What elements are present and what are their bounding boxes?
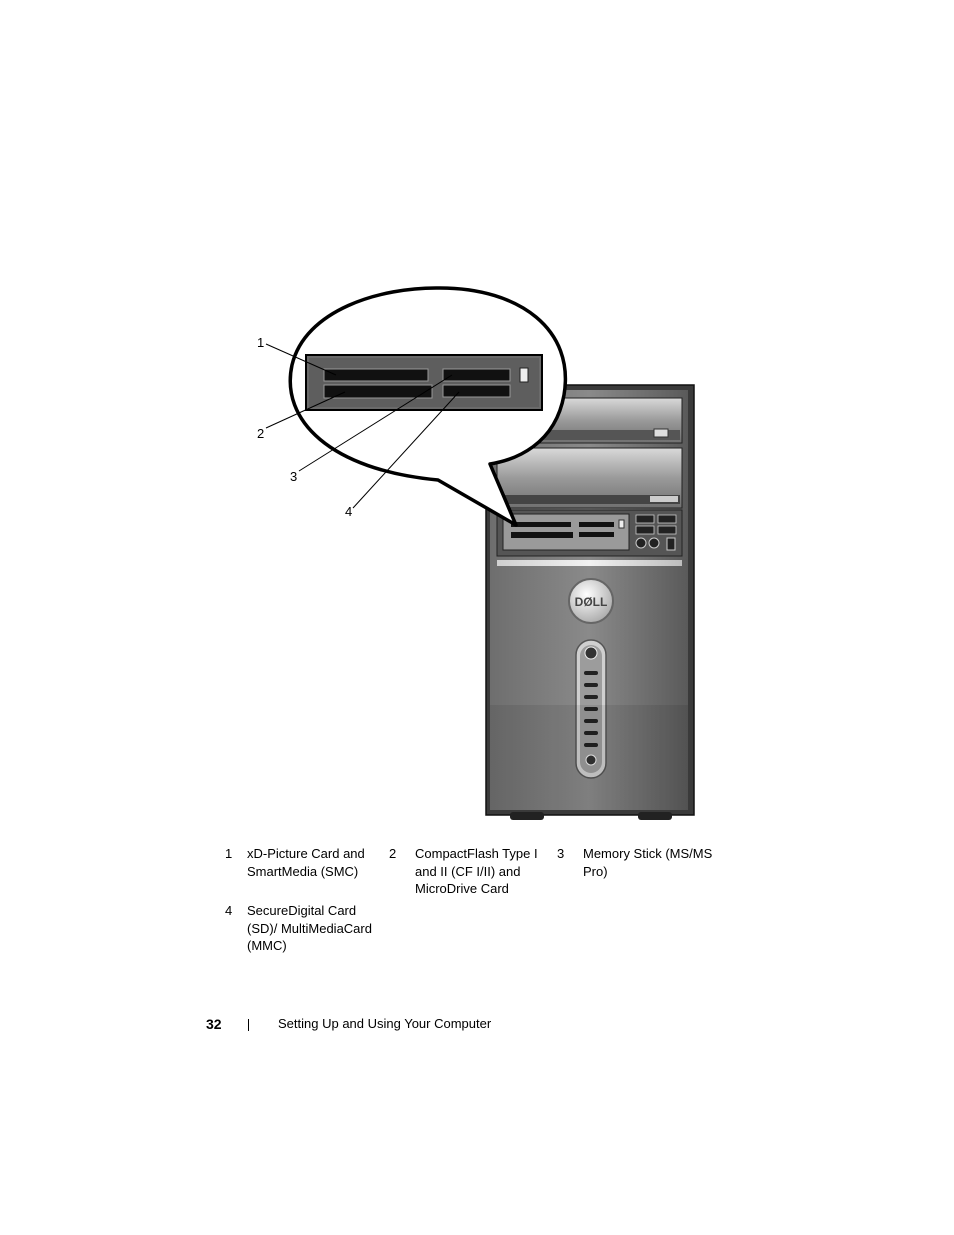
- legend-text-4: SecureDigital Card (SD)/ MultiMediaCard …: [247, 902, 372, 955]
- legend-number-1: 1: [225, 846, 233, 861]
- tower-case: DØLL: [485, 384, 695, 820]
- page-number: 32: [206, 1016, 222, 1032]
- legend-text-3: Memory Stick (MS/MS Pro): [583, 845, 712, 880]
- footer-section-title: Setting Up and Using Your Computer: [278, 1016, 492, 1031]
- callout-2: 2: [257, 426, 265, 441]
- legend-line: and II (CF I/II) and: [415, 863, 521, 879]
- legend-line: CompactFlash Type I: [415, 846, 538, 861]
- legend-text-2: CompactFlash Type I and II (CF I/II) and…: [415, 845, 538, 898]
- legend-line: xD-Picture Card and: [247, 846, 365, 861]
- callout-4: 4: [345, 504, 353, 519]
- legend-text-1: xD-Picture Card and SmartMedia (SMC): [247, 845, 365, 880]
- legend-line: Pro): [583, 863, 608, 879]
- legend-line: Memory Stick (MS/MS: [583, 846, 713, 861]
- legend-line: SecureDigital Card: [247, 903, 357, 918]
- legend-line: SmartMedia (SMC): [247, 863, 359, 879]
- callout-1: 1: [257, 335, 265, 350]
- zoom-callout-bubble: [288, 286, 568, 527]
- legend-line: (SD)/ MultiMediaCard: [247, 920, 372, 936]
- legend-line: (MMC): [247, 938, 287, 953]
- dell-logo-text: DØLL: [575, 595, 608, 609]
- footer-separator: [248, 1019, 249, 1031]
- legend-number-2: 2: [389, 846, 397, 861]
- leader-lines: [265, 343, 460, 509]
- legend-line: MicroDrive Card: [415, 881, 509, 896]
- callout-3: 3: [290, 469, 298, 484]
- legend-number-4: 4: [225, 903, 233, 918]
- legend-number-3: 3: [557, 846, 565, 861]
